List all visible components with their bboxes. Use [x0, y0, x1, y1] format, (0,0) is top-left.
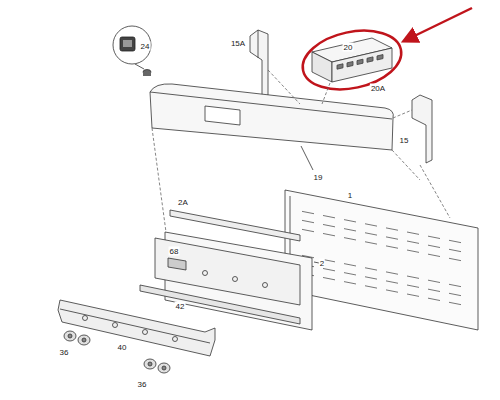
callout-number: 42	[175, 302, 186, 311]
vent-slot	[323, 215, 335, 217]
callout-number: 20	[343, 43, 354, 52]
vent-slot	[323, 268, 335, 270]
vent-slot	[386, 290, 398, 292]
vent-slot	[449, 249, 461, 251]
vent-slot	[302, 229, 314, 231]
vent-slot	[407, 285, 419, 287]
vent-slot	[386, 246, 398, 248]
vent-slot	[428, 280, 440, 282]
vent-slot	[386, 281, 398, 283]
callout-number: 36	[137, 380, 148, 389]
callout-number: 2	[319, 259, 325, 268]
vent-slot	[407, 250, 419, 252]
vent-slot	[323, 233, 335, 235]
vent-slot	[449, 293, 461, 295]
vent-slot	[428, 245, 440, 247]
vent-slot	[428, 254, 440, 256]
vent-slot	[449, 302, 461, 304]
callout-number: 24	[140, 42, 151, 51]
vent-slot	[344, 273, 356, 275]
vent-slot	[449, 240, 461, 242]
callout-number: 20A	[370, 84, 386, 93]
vent-slot	[428, 236, 440, 238]
vent-slot	[344, 220, 356, 222]
vent-slot	[365, 277, 377, 279]
vent-slot	[449, 258, 461, 260]
callout-number: 2A	[177, 198, 189, 207]
vent-slot	[323, 277, 335, 279]
callout-number: 36	[59, 348, 70, 357]
callout-number: 1	[347, 191, 353, 200]
vent-slot	[407, 232, 419, 234]
vent-slot	[365, 233, 377, 235]
vent-slot	[365, 224, 377, 226]
vent-slot	[302, 211, 314, 213]
callout-number: 68	[169, 247, 180, 256]
callout-number: 15	[399, 136, 410, 145]
vent-slot	[407, 276, 419, 278]
vent-slot	[386, 237, 398, 239]
vent-slot	[407, 294, 419, 296]
vent-slot	[344, 229, 356, 231]
vent-slot	[323, 224, 335, 226]
vent-slot	[302, 220, 314, 222]
callout-number: 19	[313, 173, 324, 182]
vent-slot	[449, 284, 461, 286]
vent-slot	[386, 228, 398, 230]
vent-slot	[365, 242, 377, 244]
vent-slot	[365, 268, 377, 270]
vent-slot	[428, 298, 440, 300]
vent-slot	[407, 241, 419, 243]
vent-slot	[344, 264, 356, 266]
vent-slot	[344, 282, 356, 284]
vent-slot	[386, 272, 398, 274]
callout-number: 15A	[230, 39, 246, 48]
vent-slot	[344, 238, 356, 240]
vent-slot	[428, 289, 440, 291]
vent-slot	[365, 286, 377, 288]
callout-number: 40	[117, 343, 128, 352]
